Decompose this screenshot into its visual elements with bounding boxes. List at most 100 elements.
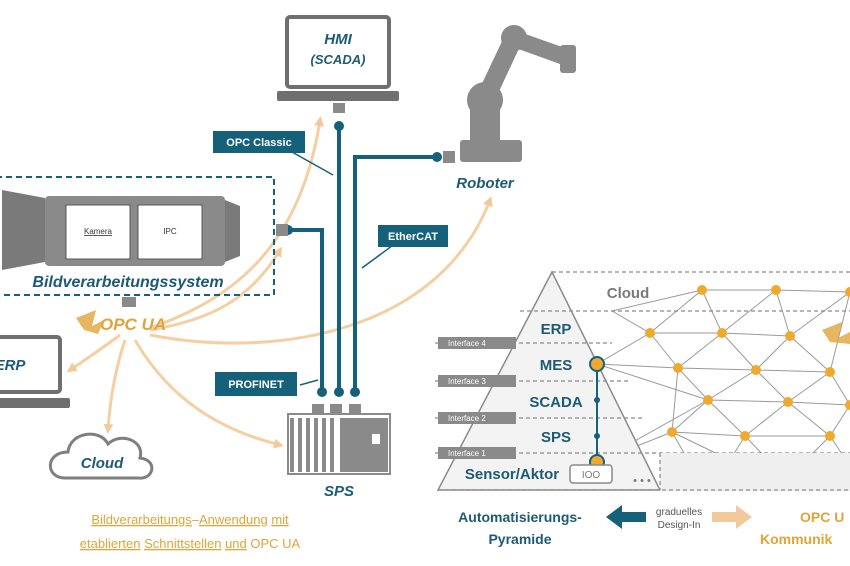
mesh-node — [717, 328, 727, 338]
mesh-link — [829, 404, 850, 437]
mesh-link — [596, 363, 679, 369]
mesh-link — [755, 369, 831, 373]
opc-arrow-to-erp — [66, 333, 121, 373]
pyramid-caption-line-1: Automatisierungs- — [458, 509, 582, 525]
caption-word: – — [192, 512, 200, 527]
sps-plc-device — [287, 404, 391, 475]
mesh-link — [677, 332, 723, 369]
mesh-link — [596, 332, 651, 365]
mesh-link — [707, 399, 789, 403]
mesh-node — [667, 427, 677, 437]
opc-arrow-to-cloud — [103, 339, 127, 434]
mesh-node — [703, 395, 713, 405]
profinet-tag: PROFINET — [215, 372, 297, 396]
vision-bottom-port — [122, 297, 136, 307]
svg-text:OPC Classic: OPC Classic — [226, 137, 291, 149]
caption-word: und — [225, 536, 247, 551]
mesh-node — [751, 365, 761, 375]
mesh-link — [829, 371, 850, 406]
pyramid-caption-line-2: Pyramide — [488, 531, 551, 547]
mesh-link — [707, 399, 746, 437]
mesh-link — [649, 332, 679, 369]
mesh-node — [785, 331, 795, 341]
caption-word: OPC UA — [247, 536, 301, 551]
mesh-link — [671, 431, 746, 437]
mesh-link — [789, 291, 850, 337]
automation-pyramid — [435, 270, 850, 491]
erp-monitor: ERP — [0, 335, 70, 408]
connector-dots — [283, 121, 442, 397]
vision-system-box — [0, 176, 275, 296]
erp-label: ERP — [0, 357, 26, 374]
caption-word: etablierten — [80, 536, 141, 551]
interface-labels: Interface 4 Interface 3 Interface 2 Inte… — [438, 337, 516, 459]
sensor-device-icon: IOO — [569, 464, 613, 484]
mesh-link — [677, 367, 709, 401]
opc-classic-callout — [291, 151, 334, 176]
caption-word: mit — [271, 512, 289, 527]
arrow-label-line-1: graduelles — [656, 507, 702, 518]
level-scada: SCADA — [529, 394, 583, 411]
interface-1: Interface 1 — [448, 449, 486, 458]
hmi-monitor: HMI (SCADA) — [277, 15, 399, 113]
interface-3: Interface 3 — [448, 377, 486, 386]
line-vision-to-sps — [288, 228, 324, 394]
caption-word: Bildverarbeitungs — [91, 512, 192, 527]
mesh-node — [740, 431, 750, 441]
mesh-link — [755, 369, 789, 403]
mesh-node — [825, 367, 835, 377]
robot-port — [443, 151, 455, 163]
sps-label: SPS — [324, 483, 354, 500]
camera-label: Kamera — [84, 227, 113, 236]
interface-2: Interface 2 — [448, 414, 486, 423]
level-mes: MES — [540, 357, 573, 374]
mesh-link — [596, 363, 709, 401]
mesh-link — [611, 289, 703, 312]
opc-ua-connections — [66, 116, 493, 449]
mesh-node — [645, 328, 655, 338]
mesh-link — [787, 401, 831, 437]
mesh-link — [677, 367, 757, 371]
opc-arrow-to-robot — [149, 196, 493, 345]
mesh-link — [721, 332, 791, 337]
level-erp: ERP — [541, 321, 572, 338]
caption-word: Anwendung — [199, 512, 268, 527]
arrow-label-line-2: Design-In — [658, 520, 701, 531]
mesh-node — [845, 400, 850, 410]
fieldbus-lines — [288, 124, 437, 394]
ethercat-tag: EtherCAT — [378, 225, 448, 247]
mesh-link — [787, 401, 850, 406]
robot-arm-icon — [460, 25, 576, 162]
svg-text:PROFINET: PROFINET — [228, 379, 284, 391]
mesh-link — [829, 291, 850, 373]
interface-4: Interface 4 — [448, 339, 486, 348]
line-robot-to-sps — [353, 155, 437, 394]
vision-system-label: Bildverarbeitungssystem — [32, 274, 223, 291]
opc-classic-tag: OPC Classic — [213, 131, 305, 153]
hmi-title: HMI — [324, 31, 352, 48]
opc-arrow-to-vision — [149, 246, 283, 332]
mesh-link — [611, 310, 651, 334]
left-caption-line-2: etablierten Schnittstellen und OPC UA — [80, 536, 301, 551]
mesh-link — [789, 335, 831, 373]
mesh-link — [755, 335, 791, 371]
caption-word: Schnittstellen — [144, 536, 221, 551]
svg-text:OPC UA: OPC UA — [100, 315, 166, 334]
robot-label: Roboter — [456, 175, 515, 192]
mesh-node — [673, 363, 683, 373]
cloud-icon: Cloud — [48, 432, 154, 480]
profinet-callout — [299, 379, 319, 386]
mesh-link — [721, 332, 757, 371]
mesh-link — [744, 401, 789, 437]
mesh-link — [775, 289, 850, 293]
mesh-link — [671, 399, 709, 433]
mesh-node — [697, 285, 707, 295]
mesh-link — [671, 367, 679, 433]
level-sensor-aktor: Sensor/Aktor — [465, 466, 559, 483]
hmi-subtitle: (SCADA) — [311, 52, 366, 67]
mesh-link — [721, 289, 777, 334]
mesh-node — [845, 287, 850, 297]
opc-arrow-to-sps — [133, 339, 284, 449]
level-sps: SPS — [541, 429, 571, 446]
svg-text:IOO: IOO — [582, 470, 601, 481]
